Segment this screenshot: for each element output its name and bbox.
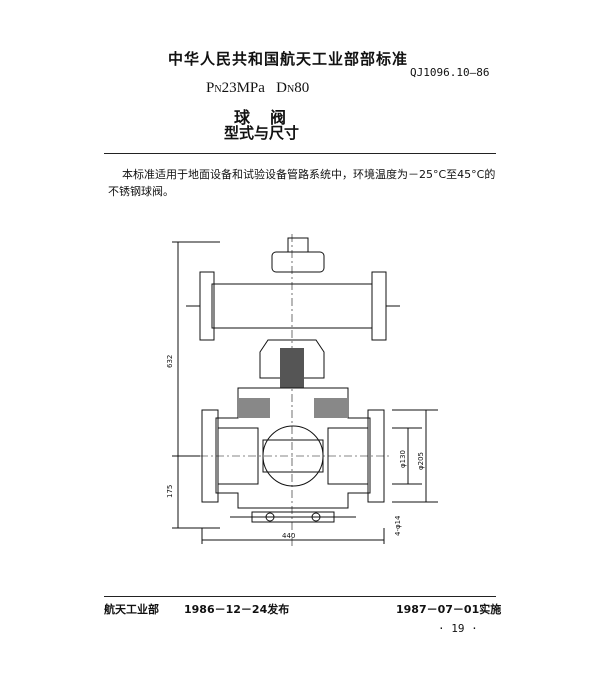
stem-section (280, 348, 304, 388)
scope-paragraph: 本标准适用于地面设备和试验设备管路系统中，环境温度为－25°C至45°C的不锈钢… (108, 168, 496, 198)
dim-bolt: 4-φ14 (394, 515, 402, 536)
issue-date: 1986－12－24发布 (184, 603, 290, 616)
document-subtitle: 型式与尺寸 (224, 124, 300, 142)
document-title: 球阀 (234, 108, 307, 127)
pn-value: 23MPa (221, 80, 265, 96)
effective-date: 1987－07－01实施 (396, 603, 502, 616)
body-hatch-right (314, 398, 348, 418)
valve-drawing: 632 175 440 φ130 φ205 4-φ14 (166, 234, 438, 548)
publisher: 航天工业部 (104, 603, 159, 616)
pressure-diameter-params: PN23MPa DN80 (206, 80, 309, 97)
bottom-nut-left (265, 512, 275, 522)
footer-rule (104, 596, 496, 597)
dim-bore: φ130 (399, 450, 407, 468)
issuing-authority: 中华人民共和国航天工业部部标准 (168, 50, 409, 68)
stem-cap (287, 237, 309, 253)
bottom-nut-right (311, 512, 321, 522)
dim-flange: φ205 (417, 452, 425, 470)
dim-width: 440 (282, 532, 295, 540)
handle-flange-right (371, 271, 387, 341)
pn-sub: N (214, 84, 222, 95)
dn-value: 80 (294, 80, 310, 96)
dn-sub: N (287, 84, 295, 95)
body-hatch-left (238, 398, 270, 418)
handle-hub (271, 251, 325, 273)
bonnet (259, 339, 325, 379)
dn-letter: D (276, 80, 288, 96)
pn-letter: P (206, 80, 215, 96)
standard-code: QJ1096.10—86 (410, 66, 490, 79)
dim-height-total: 632 (166, 355, 174, 368)
page-number: · 19 · (438, 622, 478, 635)
dim-height-lower: 175 (166, 485, 174, 498)
header-rule (104, 153, 496, 154)
